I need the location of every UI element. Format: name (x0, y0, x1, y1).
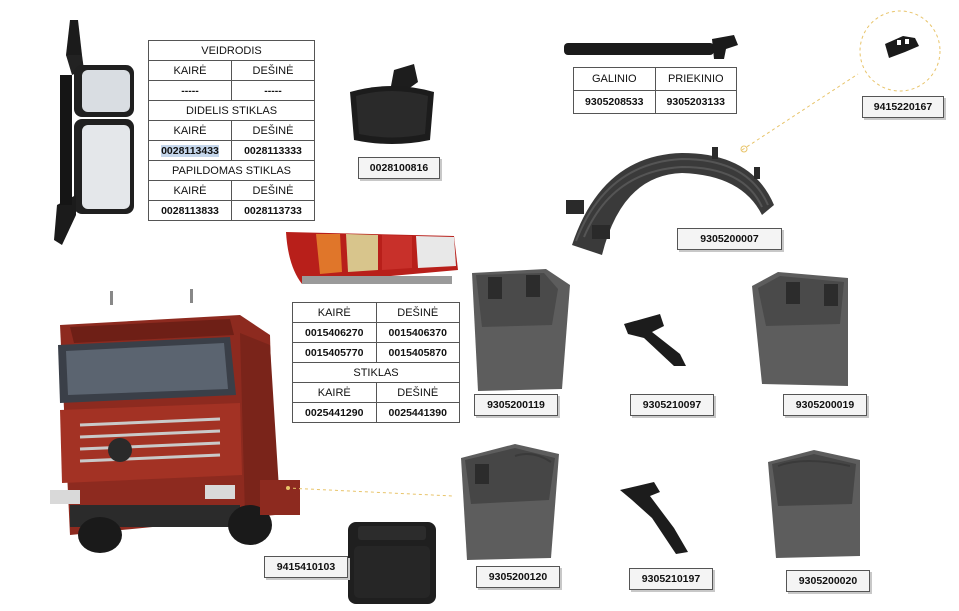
bracket-front-label: PRIEKINIO (654, 67, 737, 91)
flap-right-top-code: 9305200019 (783, 394, 867, 416)
mirror-left-code: ----- (148, 80, 232, 101)
lamp-glass-title: STIKLAS (292, 362, 460, 383)
lamp-table: KAIRĖ DEŠINĖ 0015406270 0015406370 00154… (292, 302, 460, 423)
bracket-table: GALINIO PRIEKINIO 9305208533 9305203133 (573, 67, 737, 114)
big-glass-right-label: DEŠINĖ (230, 120, 316, 141)
holder-top-code: 9305210097 (630, 394, 714, 416)
rubber-strap-circle (859, 10, 941, 92)
big-glass-right-code: 0028113333 (230, 140, 316, 161)
lamp-glass-left-code: 0025441290 (292, 402, 377, 423)
mudguard-bracket-image (564, 35, 738, 59)
lamp-right-label: DEŠINĖ (375, 302, 460, 323)
strap-code: 9415220167 (862, 96, 944, 118)
mudflap-left-top-image (472, 269, 570, 391)
extra-glass-right-label: DEŠINĖ (230, 180, 316, 201)
lamp-row1-left: 0015406270 (292, 322, 377, 343)
tail-lamp-image (286, 232, 458, 284)
battery-cover-code: 9415410103 (264, 556, 348, 578)
big-glass-left-label: KAIRĖ (148, 120, 232, 141)
inner-mirror-code: 0028100816 (358, 157, 440, 179)
big-glass-left-code: 0028113433 (148, 140, 232, 161)
mirror-title: VEIDRODIS (148, 40, 315, 61)
lamp-glass-right-code: 0025441390 (375, 402, 460, 423)
flap-left-top-code: 9305200119 (474, 394, 558, 416)
extra-glass-left-label: KAIRĖ (148, 180, 232, 201)
extra-glass-title: PAPILDOMAS STIKLAS (148, 160, 315, 181)
lamp-glass-right-label: DEŠINĖ (375, 382, 460, 403)
bracket-rear-label: GALINIO (573, 67, 656, 91)
mudflap-right-top-image (752, 272, 848, 386)
flap-right-bottom-code: 9305200020 (786, 570, 870, 592)
mirror-right-code: ----- (230, 80, 316, 101)
mudflap-left-bottom-image (461, 444, 559, 560)
extra-glass-left-code: 0028113833 (148, 200, 232, 221)
flap-left-bottom-code: 9305200120 (476, 566, 560, 588)
battery-cover-image (348, 522, 436, 604)
holder-bottom-code: 9305210197 (629, 568, 713, 590)
mirror-right-label: DEŠINĖ (230, 60, 316, 81)
dashed-connector-battery (286, 486, 454, 497)
inner-mirror-image (350, 64, 434, 144)
truck-image (50, 289, 300, 553)
lamp-row2-right: 0015405870 (375, 342, 460, 363)
dashed-connector-strap (740, 73, 859, 153)
mirror-table: VEIDRODIS KAIRĖ DEŠINĖ ----- ----- DIDEL… (148, 40, 316, 221)
lamp-row1-right: 0015406370 (375, 322, 460, 343)
fender-image (566, 147, 774, 255)
bracket-rear-code: 9305208533 (573, 90, 656, 114)
holder-top-image (624, 314, 686, 366)
mudflap-right-bottom-image (768, 450, 860, 558)
extra-glass-right-code: 0028113733 (230, 200, 316, 221)
fender-code: 9305200007 (677, 228, 782, 250)
mirror-left-label: KAIRĖ (148, 60, 232, 81)
bracket-front-code: 9305203133 (654, 90, 737, 114)
lamp-row2-left: 0015405770 (292, 342, 377, 363)
side-mirror-image (54, 20, 134, 245)
big-glass-title: DIDELIS STIKLAS (148, 100, 315, 121)
holder-bottom-image (620, 482, 688, 554)
big-glass-left-code-text: 0028113433 (161, 144, 219, 157)
